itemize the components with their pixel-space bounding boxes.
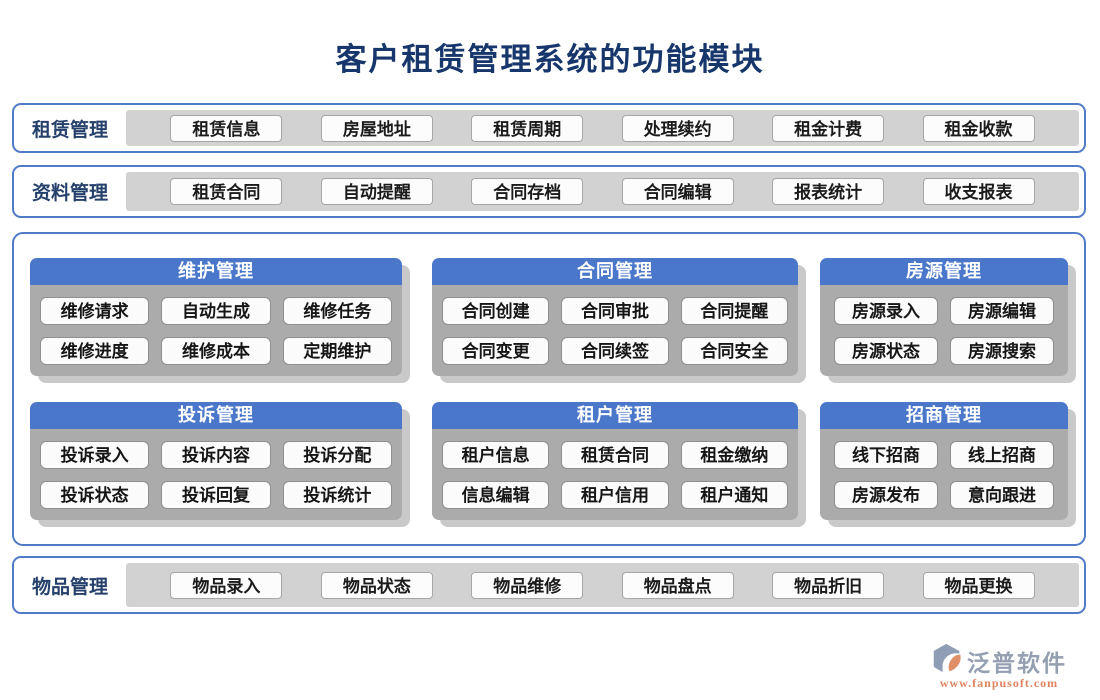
panel-button[interactable]: 投诉状态: [40, 481, 150, 509]
panel-button[interactable]: 投诉录入: [40, 441, 150, 469]
panel-button[interactable]: 合同续签: [561, 337, 669, 365]
data-row-track: 租赁合同 自动提醒 合同存档 合同编辑 报表统计 收支报表: [126, 172, 1079, 211]
panel-button[interactable]: 合同审批: [561, 297, 669, 325]
page-title: 客户租赁管理系统的功能模块: [335, 42, 765, 77]
panel-button[interactable]: 房源录入: [834, 297, 938, 325]
panel-button[interactable]: 房源发布: [834, 481, 938, 509]
panel-button[interactable]: 线上招商: [950, 441, 1054, 469]
band-button[interactable]: 收支报表: [922, 178, 1035, 205]
band-button[interactable]: 租赁合同: [170, 178, 283, 205]
brand-name: 泛普软件: [967, 650, 1067, 676]
panel-button[interactable]: 房源状态: [834, 337, 938, 365]
panel-button[interactable]: 维修成本: [161, 337, 271, 365]
panel-body: 合同创建 合同审批 合同提醒 合同变更 合同续签 合同安全: [432, 285, 798, 376]
panel-button[interactable]: 租户信用: [561, 481, 669, 509]
panel-button[interactable]: 合同创建: [442, 297, 550, 325]
panel-body: 房源录入 房源编辑 房源状态 房源搜索: [820, 285, 1068, 376]
panel-button[interactable]: 投诉回复: [161, 481, 271, 509]
panel-button[interactable]: 线下招商: [834, 441, 938, 469]
panel-maintenance: 维护管理 维修请求 自动生成 维修任务 维修进度 维修成本 定期维护: [30, 258, 402, 376]
panel-title: 房源管理: [820, 258, 1068, 285]
panel-button[interactable]: 维修进度: [40, 337, 150, 365]
panel-button[interactable]: 房源搜索: [950, 337, 1054, 365]
band-button[interactable]: 合同存档: [471, 178, 584, 205]
panel-body: 线下招商 线上招商 房源发布 意向跟进: [820, 429, 1068, 520]
panel-title: 维护管理: [30, 258, 402, 285]
band-button[interactable]: 物品状态: [320, 571, 433, 599]
band-button[interactable]: 租赁周期: [471, 114, 584, 142]
band-button[interactable]: 物品盘点: [621, 571, 734, 599]
panel-button[interactable]: 租赁合同: [561, 441, 669, 469]
row-label-rental: 租赁管理: [31, 119, 108, 141]
panel-button[interactable]: 投诉内容: [161, 441, 271, 469]
row-label-items: 物品管理: [31, 576, 108, 598]
module-panels-container: 维护管理 维修请求 自动生成 维修任务 维修进度 维修成本 定期维护 合同管理 …: [12, 232, 1086, 546]
band-button[interactable]: 处理续约: [621, 114, 734, 142]
panel-button[interactable]: 房源编辑: [950, 297, 1054, 325]
panel-body: 维修请求 自动生成 维修任务 维修进度 维修成本 定期维护: [30, 285, 402, 376]
panel-button[interactable]: 意向跟进: [950, 481, 1054, 509]
band-button[interactable]: 房屋地址: [320, 114, 433, 142]
rental-management-row: 租赁管理 租赁信息 房屋地址 租赁周期 处理续约 租金计费 租金收款: [12, 103, 1086, 153]
band-button[interactable]: 自动提醒: [320, 178, 433, 205]
band-button[interactable]: 合同编辑: [621, 178, 734, 205]
panel-title: 招商管理: [820, 402, 1068, 429]
panel-body: 租户信息 租赁合同 租金缴纳 信息编辑 租户信用 租户通知: [432, 429, 798, 520]
band-button[interactable]: 物品更换: [922, 571, 1035, 599]
panel-button[interactable]: 维修请求: [40, 297, 150, 325]
panel-body: 投诉录入 投诉内容 投诉分配 投诉状态 投诉回复 投诉统计: [30, 429, 402, 520]
panel-button[interactable]: 维修任务: [282, 297, 392, 325]
band-button[interactable]: 租赁信息: [170, 114, 283, 142]
panel-button[interactable]: 投诉统计: [282, 481, 392, 509]
fanpu-brand: 泛普软件 www.fanpusoft.com: [914, 643, 1084, 691]
brand-url: www.fanpusoft.com: [939, 676, 1059, 690]
panel-button[interactable]: 定期维护: [282, 337, 392, 365]
row-label-data: 资料管理: [31, 183, 108, 204]
data-management-row: 资料管理 租赁合同 自动提醒 合同存档 合同编辑 报表统计 收支报表: [12, 165, 1086, 218]
panel-button[interactable]: 合同提醒: [680, 297, 788, 325]
panel-button[interactable]: 自动生成: [161, 297, 271, 325]
band-button[interactable]: 租金计费: [772, 114, 885, 142]
band-button[interactable]: 租金收款: [922, 114, 1035, 142]
fanpu-logo-icon: [931, 643, 963, 678]
panel-button[interactable]: 租户通知: [680, 481, 788, 509]
panel-tenant: 租户管理 租户信息 租赁合同 租金缴纳 信息编辑 租户信用 租户通知: [432, 402, 798, 520]
panel-button[interactable]: 信息编辑: [442, 481, 550, 509]
panel-housing: 房源管理 房源录入 房源编辑 房源状态 房源搜索: [820, 258, 1068, 376]
panel-button[interactable]: 合同变更: [442, 337, 550, 365]
panel-contract: 合同管理 合同创建 合同审批 合同提醒 合同变更 合同续签 合同安全: [432, 258, 798, 376]
panel-investment: 招商管理 线下招商 线上招商 房源发布 意向跟进: [820, 402, 1068, 520]
band-button[interactable]: 物品录入: [170, 571, 283, 599]
band-button[interactable]: 物品折旧: [772, 571, 885, 599]
band-button[interactable]: 报表统计: [772, 178, 885, 205]
panel-title: 投诉管理: [30, 402, 402, 429]
panel-button[interactable]: 租户信息: [442, 441, 550, 469]
panel-button[interactable]: 合同安全: [680, 337, 788, 365]
panel-button[interactable]: 租金缴纳: [680, 441, 788, 469]
items-row-track: 物品录入 物品状态 物品维修 物品盘点 物品折旧 物品更换: [126, 563, 1079, 607]
panel-complaint: 投诉管理 投诉录入 投诉内容 投诉分配 投诉状态 投诉回复 投诉统计: [30, 402, 402, 520]
panel-title: 租户管理: [432, 402, 798, 429]
panel-title: 合同管理: [432, 258, 798, 285]
items-management-row: 物品管理 物品录入 物品状态 物品维修 物品盘点 物品折旧 物品更换: [12, 556, 1086, 614]
rental-row-track: 租赁信息 房屋地址 租赁周期 处理续约 租金计费 租金收款: [126, 110, 1079, 146]
panel-button[interactable]: 投诉分配: [282, 441, 392, 469]
band-button[interactable]: 物品维修: [471, 571, 584, 599]
